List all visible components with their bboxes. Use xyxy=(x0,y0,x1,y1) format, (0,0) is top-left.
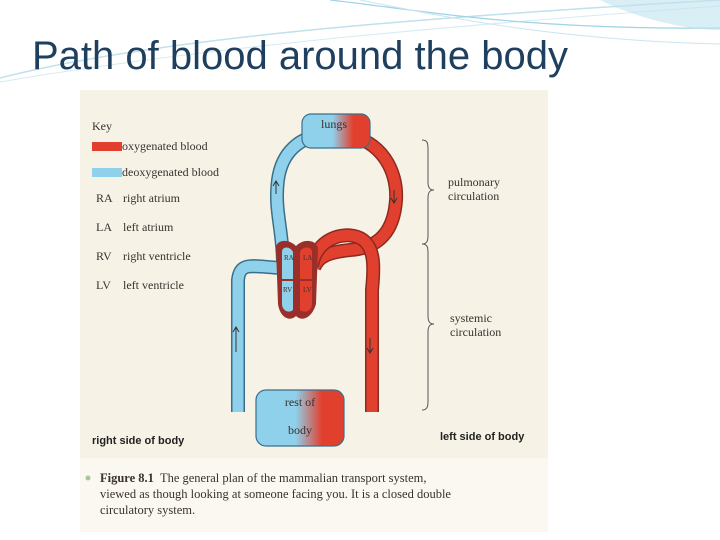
right-side-label: right side of body xyxy=(92,435,185,447)
body-label-top: rest of xyxy=(285,395,315,409)
caption-background xyxy=(80,458,548,532)
heart-label-rv: RV xyxy=(283,286,292,294)
caption-bullet-icon xyxy=(85,475,91,481)
lungs-box xyxy=(301,113,371,149)
circulation-figure: Key oxygenated blood deoxygenated blood … xyxy=(80,90,548,532)
caption-line-3: circulatory system. xyxy=(100,503,195,517)
caption-line-1: Figure 8.1 The general plan of the mammal… xyxy=(100,471,427,485)
oxygenated-swatch xyxy=(92,142,122,151)
key-abbr-ra: RA xyxy=(96,191,113,205)
caption-line-2: viewed as though looking at someone faci… xyxy=(100,487,451,501)
pulmonary-label-2: circulation xyxy=(448,189,499,203)
aorta xyxy=(306,229,379,412)
lungs-label: lungs xyxy=(321,117,347,131)
heart-label-la: LA xyxy=(303,254,312,262)
systemic-brace xyxy=(421,243,435,411)
body-box xyxy=(255,389,345,447)
key-label-rv: right ventricle xyxy=(123,249,191,263)
key-label-lv: left ventricle xyxy=(123,278,184,292)
key-heading: Key xyxy=(92,119,112,133)
key-abbr-lv: LV xyxy=(96,278,111,292)
heart-label-ra: RA xyxy=(284,254,294,262)
pulmonary-brace xyxy=(421,139,435,245)
caption-line-1-text: The general plan of the mammalian transp… xyxy=(160,471,427,485)
arrow-up-pulmonary-icon xyxy=(272,180,280,194)
key-abbr-la: LA xyxy=(96,220,112,234)
arrow-down-systemic-icon xyxy=(366,338,374,354)
systemic-label-2: circulation xyxy=(450,325,501,339)
key-label-la: left atrium xyxy=(123,220,174,234)
systemic-label-1: systemic xyxy=(450,311,492,325)
deoxygenated-swatch xyxy=(92,168,122,177)
body-label-bottom: body xyxy=(288,423,312,437)
heart-label-lv: LV xyxy=(303,286,312,294)
left-side-label: left side of body xyxy=(440,431,525,443)
pulmonary-vein xyxy=(308,130,402,271)
arrow-down-pulmonary-icon xyxy=(390,190,398,204)
caption-figure-number: Figure 8.1 xyxy=(100,471,154,485)
title-decoration-swoosh xyxy=(0,0,720,83)
key-oxygenated: oxygenated blood xyxy=(122,139,208,153)
pulmonary-label-1: pulmonary xyxy=(448,175,500,189)
arrow-up-systemic-icon xyxy=(232,326,240,352)
vena-cava xyxy=(232,260,281,412)
slide-title: Path of blood around the body xyxy=(32,34,568,78)
key-abbr-rv: RV xyxy=(96,249,112,263)
key-label-ra: right atrium xyxy=(123,191,181,205)
key-deoxygenated: deoxygenated blood xyxy=(122,165,219,179)
